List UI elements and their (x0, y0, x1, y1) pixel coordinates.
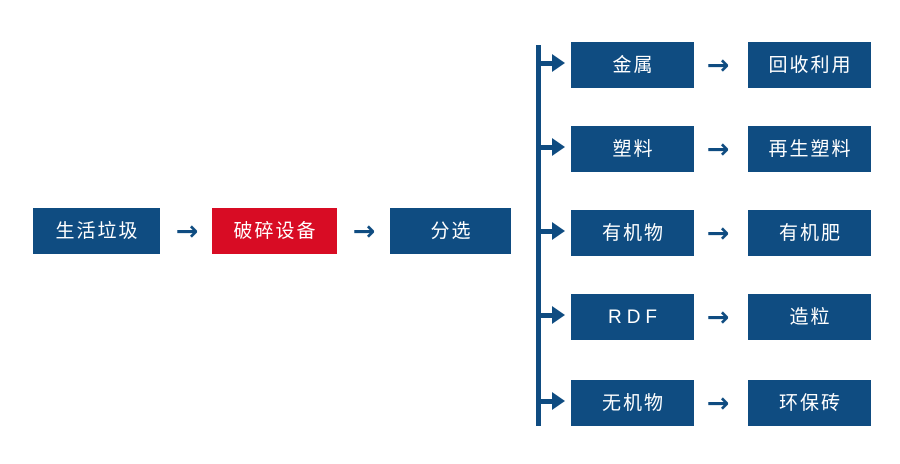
arrow-glyph: → (175, 215, 199, 247)
arrow-glyph: → (706, 133, 730, 165)
node-sorting[interactable]: 分选 (390, 208, 511, 254)
node-material-metal[interactable]: 金属 (571, 42, 694, 88)
arrow-glyph: → (352, 215, 376, 247)
branch-stub-4 (536, 313, 556, 318)
node-product-granulation[interactable]: 造粒 (748, 294, 871, 340)
arrow-rdf-to-product: → (699, 302, 737, 332)
branch-arrowhead-4 (552, 306, 565, 324)
node-label: 造粒 (789, 306, 832, 328)
branch-arrowhead-3 (552, 222, 565, 240)
branch-arrowhead-1 (552, 54, 565, 72)
arrow-metal-to-product: → (699, 50, 737, 80)
node-label: 环保砖 (778, 392, 842, 414)
branch-trunk-line (536, 45, 541, 426)
node-household-waste[interactable]: 生活垃圾 (33, 208, 160, 254)
arrow-waste-to-crusher: → (168, 216, 206, 246)
node-label: 金属 (612, 54, 655, 76)
node-label: 塑料 (612, 138, 655, 160)
node-label: RDF (607, 306, 663, 328)
node-label: 有机物 (601, 222, 665, 244)
node-material-organic[interactable]: 有机物 (571, 210, 694, 256)
branch-stub-3 (536, 229, 556, 234)
node-label: 回收利用 (768, 54, 853, 76)
node-material-plastic[interactable]: 塑料 (571, 126, 694, 172)
node-crushing-equipment[interactable]: 破碎设备 (212, 208, 337, 254)
arrow-glyph: → (706, 217, 730, 249)
node-product-organic-fertilizer[interactable]: 有机肥 (748, 210, 871, 256)
node-label: 再生塑料 (768, 138, 853, 160)
node-material-inorganic[interactable]: 无机物 (571, 380, 694, 426)
node-label: 分选 (430, 220, 473, 242)
node-label: 生活垃圾 (55, 220, 140, 242)
node-label: 有机肥 (778, 222, 842, 244)
branch-stub-1 (536, 61, 556, 66)
arrow-glyph: → (706, 301, 730, 333)
node-material-rdf[interactable]: RDF (571, 294, 694, 340)
node-label: 破碎设备 (233, 220, 318, 242)
branch-stub-2 (536, 145, 556, 150)
node-product-recycled-plastic[interactable]: 再生塑料 (748, 126, 871, 172)
arrow-organic-to-product: → (699, 218, 737, 248)
branch-arrowhead-5 (552, 392, 565, 410)
node-label: 无机物 (601, 392, 665, 414)
arrow-inorganic-to-product: → (699, 388, 737, 418)
node-product-recycling[interactable]: 回收利用 (748, 42, 871, 88)
arrow-glyph: → (706, 49, 730, 81)
branch-stub-5 (536, 399, 556, 404)
branch-arrowhead-2 (552, 138, 565, 156)
node-product-eco-brick[interactable]: 环保砖 (748, 380, 871, 426)
arrow-crusher-to-sorting: → (345, 216, 383, 246)
arrow-plastic-to-product: → (699, 134, 737, 164)
arrow-glyph: → (706, 387, 730, 419)
